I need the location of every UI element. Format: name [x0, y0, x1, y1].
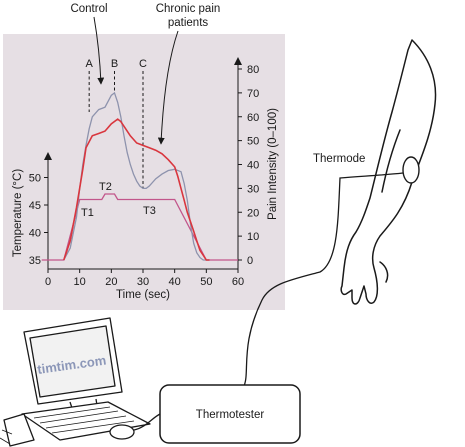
arm-illustration [340, 39, 437, 305]
y-left-ticks: 35 40 45 50 [29, 173, 48, 267]
marker-label-a: A [85, 58, 93, 70]
y-axis-right-arrow [234, 57, 242, 65]
y-axis-left-arrow [44, 152, 52, 160]
arm-thumb [379, 261, 389, 283]
x-tick-label: 60 [232, 276, 244, 288]
keyboard-keys [33, 406, 135, 434]
thermode-label: Thermode [313, 153, 365, 165]
y-right-tick-label: 0 [247, 255, 253, 267]
x-axis-title: Time (sec) [116, 289, 170, 301]
thermotester-label: Thermotester [196, 409, 265, 421]
y-right-tick-label: 60 [247, 112, 259, 124]
y-left-tick-label: 45 [29, 200, 41, 212]
y-right-tick-label: 10 [247, 231, 259, 243]
t3-label: T3 [143, 205, 156, 217]
marker-label-b: B [111, 58, 118, 70]
arm-inner-fold [381, 129, 401, 193]
control-label: Control [70, 3, 107, 15]
thermode-pad [402, 156, 420, 184]
y-left-tick-label: 40 [29, 228, 41, 240]
marker-label-c: C [139, 58, 147, 70]
x-tick-label: 50 [200, 276, 212, 288]
thermode-cable [243, 172, 404, 387]
x-ticks: 0 10 20 30 40 50 60 [45, 269, 244, 288]
patients-label-line1: Chronic pain [156, 3, 221, 15]
floor-cables [0, 429, 13, 445]
computer-cable [133, 413, 161, 431]
x-tick-label: 0 [45, 276, 51, 288]
system-unit [3, 413, 35, 447]
monitor-screen [29, 325, 116, 398]
t1-label: T1 [81, 207, 94, 219]
y-left-tick-label: 35 [29, 255, 41, 267]
y-axis-left-title: Temperature (°C) [12, 169, 24, 257]
y-right-tick-label: 50 [247, 136, 259, 148]
patients-label-line2: patients [168, 17, 209, 29]
x-tick-label: 40 [169, 276, 181, 288]
arm-outer-contour [340, 39, 437, 305]
x-tick-label: 10 [74, 276, 86, 288]
y-right-tick-label: 70 [247, 88, 259, 100]
x-tick-label: 30 [137, 276, 149, 288]
control-arrow [93, 16, 105, 85]
y-right-tick-label: 40 [247, 160, 259, 172]
time-markers: A B C [85, 58, 147, 189]
mouse [109, 424, 135, 440]
y-right-tick-label: 30 [247, 183, 259, 195]
x-tick-label: 20 [105, 276, 117, 288]
series-line-chronic-pain-patients [63, 118, 210, 261]
keyboard [21, 401, 151, 441]
y-right-tick-label: 80 [247, 64, 259, 76]
y-left-tick-label: 50 [29, 173, 41, 185]
y-right-tick-label: 20 [247, 207, 259, 219]
patients-arrow [157, 30, 179, 145]
y-axis-right-title: Pain Intensity (0–100) [267, 108, 279, 220]
y-right-ticks: 0 10 20 30 40 50 60 70 80 [238, 64, 259, 267]
computer-illustration [0, 317, 161, 447]
t2-label: T2 [99, 181, 112, 193]
